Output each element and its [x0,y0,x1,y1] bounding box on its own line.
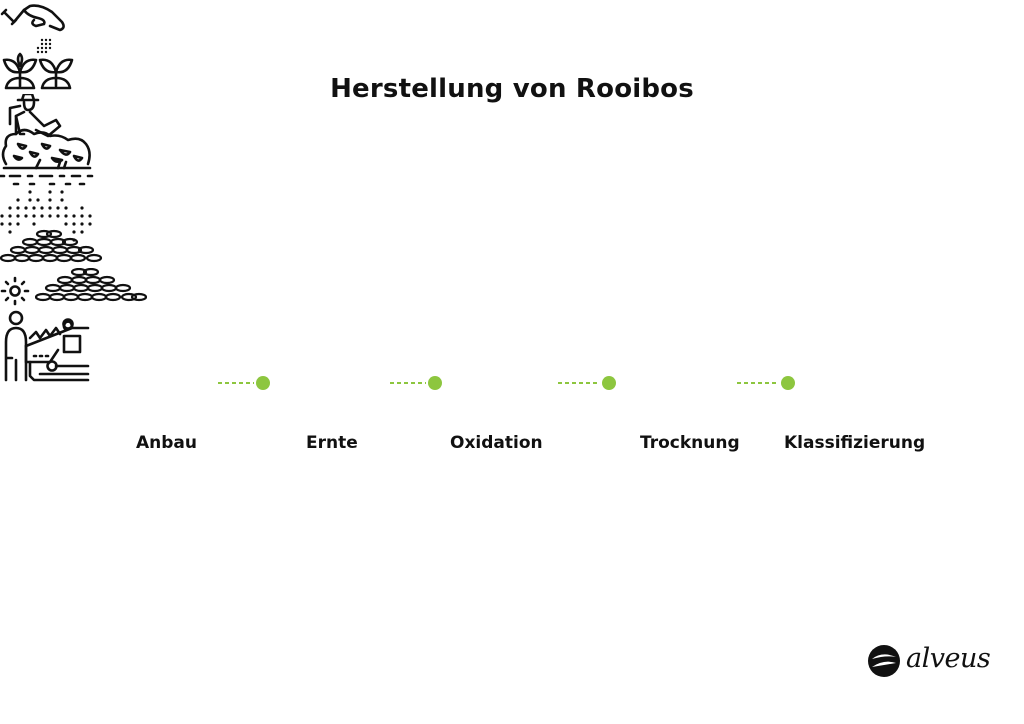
step-anbau: Anbau [0,0,1024,453]
step-ernte: Ernte [0,92,1024,453]
diagram-title: Herstellung von Rooibos [330,74,694,104]
connector-3 [558,376,616,390]
planting-icon [0,4,74,90]
sun-icon [0,276,30,306]
alveus-leaf-icon [868,645,900,677]
connector-node [256,376,270,390]
dotted-line [737,382,779,384]
alveus-logo: alveus [868,643,991,679]
step-klassifizierung: Klassifizierung [0,310,1024,453]
dotted-line [218,382,254,384]
connector-node [602,376,616,390]
harvest-icon [0,92,94,186]
drying-icon [34,267,148,302]
step-label-anbau: Anbau [136,433,198,453]
logo-wordmark: alveus [906,643,991,674]
connector-1 [218,376,270,390]
oxidation-icon [0,190,103,263]
step-label-oxidation: Oxidation [450,433,543,453]
connector-node [428,376,442,390]
step-label-trocknung: Trocknung [640,433,740,453]
connector-node [781,376,795,390]
step-label-klassifizierung: Klassifizierung [784,433,926,453]
step-oxidation: Oxidation [0,190,1024,453]
dotted-line [390,382,426,384]
dotted-line [558,382,600,384]
step-label-ernte: Ernte [306,433,358,453]
step-trocknung: Trocknung [0,267,1024,453]
sorting-machine-icon [4,310,90,382]
connector-2 [390,376,442,390]
connector-4 [737,376,795,390]
